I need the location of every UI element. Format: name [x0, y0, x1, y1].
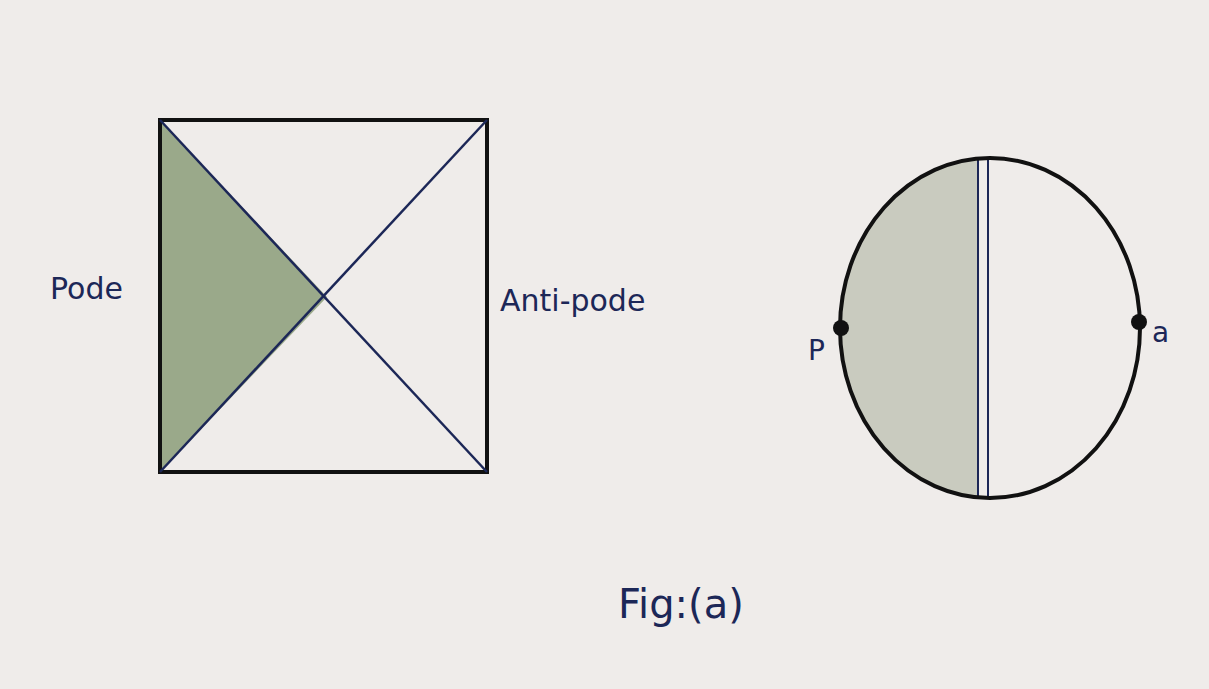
label-text: a — [1152, 318, 1169, 349]
shaded-half — [830, 150, 978, 510]
double-line — [987, 159, 989, 498]
label-text: Pode — [50, 272, 123, 305]
square-outline — [160, 120, 487, 472]
double-line — [977, 160, 979, 497]
label-text: P — [808, 336, 825, 367]
figure-caption: Fig:(a) — [618, 582, 744, 626]
circle-outline — [840, 158, 1140, 498]
point-dot — [833, 320, 849, 336]
diagonal-line — [160, 120, 487, 472]
point-dot — [1131, 314, 1147, 330]
label-text: Anti-pode — [500, 284, 645, 317]
diagonal-line — [160, 120, 487, 472]
shaded-triangle — [160, 120, 327, 472]
